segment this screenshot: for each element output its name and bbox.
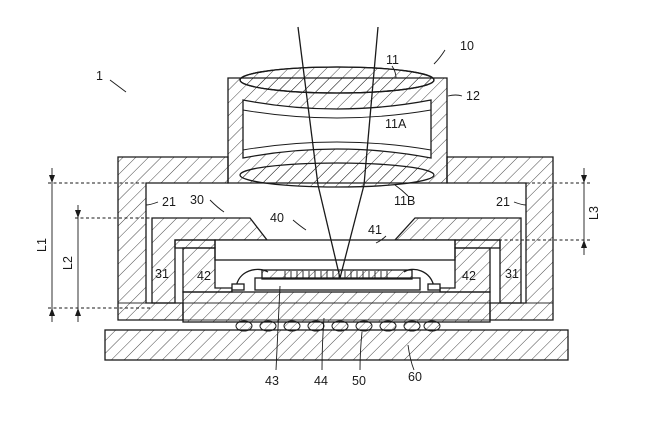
- label-wall-right: 31: [505, 267, 519, 281]
- label-glass: 41: [368, 223, 382, 237]
- label-side-left: 42: [197, 269, 211, 283]
- label-lens-b: 11B: [394, 194, 415, 208]
- label-l2: L2: [61, 256, 75, 270]
- label-solder: 50: [352, 374, 366, 388]
- package-frame-right: [455, 240, 500, 248]
- label-substrate: 44: [314, 374, 328, 388]
- label-cover: 30: [190, 193, 204, 207]
- label-module: 10: [460, 39, 474, 53]
- substrate: [183, 292, 490, 322]
- label-device: 1: [96, 69, 103, 83]
- label-board: 60: [408, 370, 422, 384]
- package-frame-left: [175, 240, 215, 248]
- label-holder: 12: [466, 89, 480, 103]
- label-package: 40: [270, 211, 284, 225]
- pad-left: [232, 284, 244, 290]
- label-side-right: 42: [462, 269, 476, 283]
- pad-right: [428, 284, 440, 290]
- label-housing-left: 21: [162, 195, 176, 209]
- label-lens: 11: [386, 53, 399, 67]
- sensor-die: [262, 270, 412, 279]
- light-ray-left-lower: [318, 185, 340, 278]
- label-wall-left: 31: [155, 267, 169, 281]
- label-l3: L3: [587, 206, 601, 220]
- label-l1: L1: [35, 238, 49, 252]
- label-lens-a: 11A: [385, 117, 407, 131]
- circuit-board: [105, 330, 568, 360]
- label-housing-right: 21: [496, 195, 510, 209]
- solder-balls: [236, 321, 440, 331]
- light-ray-right-lower: [340, 185, 364, 278]
- label-sensor: 43: [265, 374, 279, 388]
